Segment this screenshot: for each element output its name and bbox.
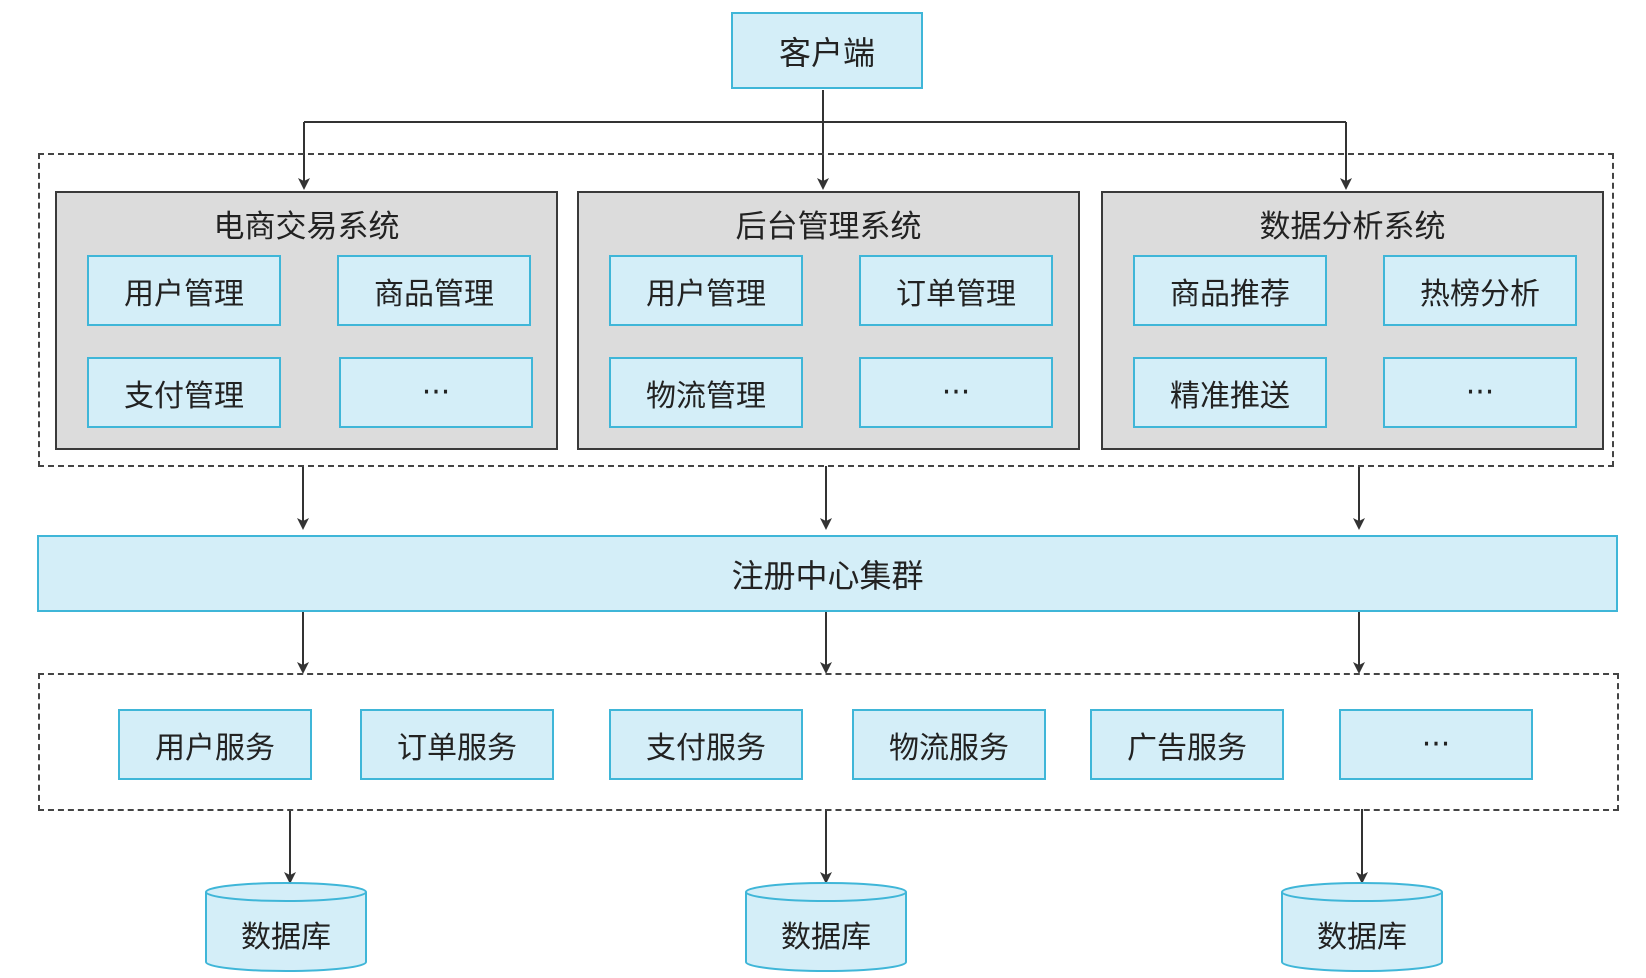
- module-label: 订单管理: [896, 276, 1016, 312]
- service-label: 订单服务: [397, 730, 517, 766]
- database-icon: [745, 882, 907, 972]
- client-label: 客户端: [778, 33, 875, 72]
- service-label: 物流服务: [889, 730, 1009, 766]
- module-box: 订单管理: [859, 255, 1053, 326]
- database-label: 数据库: [781, 920, 871, 955]
- module-label: ···: [941, 375, 971, 410]
- ecommerce-system: 电商交易系统 用户管理 商品管理 支付管理 ···: [55, 191, 558, 450]
- database-label: 数据库: [241, 920, 331, 955]
- system-title: 电商交易系统: [213, 209, 400, 245]
- database-icon: [1281, 882, 1443, 972]
- module-label: ···: [1465, 375, 1495, 410]
- module-label: ···: [421, 375, 451, 410]
- module-label: 支付管理: [124, 378, 244, 414]
- module-box: 支付管理: [87, 357, 281, 428]
- module-label: 用户管理: [124, 276, 244, 312]
- service-box: ···: [1339, 709, 1533, 780]
- service-label: ···: [1421, 727, 1451, 762]
- service-label: 用户服务: [155, 730, 275, 766]
- module-box: ···: [1383, 357, 1577, 428]
- module-box: 精准推送: [1133, 357, 1327, 428]
- system-title: 后台管理系统: [735, 209, 922, 245]
- client-node: 客户端: [731, 12, 923, 89]
- registry-label: 注册中心集群: [731, 556, 924, 595]
- analytics-system: 数据分析系统 商品推荐 热榜分析 精准推送 ···: [1101, 191, 1604, 450]
- database-label: 数据库: [1317, 920, 1407, 955]
- system-title: 数据分析系统: [1259, 209, 1446, 245]
- module-box: 物流管理: [609, 357, 803, 428]
- service-box: 用户服务: [118, 709, 312, 780]
- module-box: 用户管理: [609, 255, 803, 326]
- service-label: 广告服务: [1127, 730, 1247, 766]
- module-label: 商品推荐: [1170, 276, 1290, 312]
- database-cylinder: 数据库: [204, 882, 368, 972]
- module-box: 商品管理: [337, 255, 531, 326]
- registry-cluster: 注册中心集群: [37, 535, 1618, 612]
- module-label: 精准推送: [1170, 378, 1290, 414]
- module-box: ···: [339, 357, 533, 428]
- module-box: 商品推荐: [1133, 255, 1327, 326]
- database-icon: [205, 882, 367, 972]
- systems-container: [38, 153, 1614, 467]
- service-box: 支付服务: [609, 709, 803, 780]
- module-label: 用户管理: [646, 276, 766, 312]
- service-label: 支付服务: [646, 730, 766, 766]
- module-label: 物流管理: [646, 378, 766, 414]
- backoffice-system: 后台管理系统 用户管理 订单管理 物流管理 ···: [577, 191, 1080, 450]
- service-box: 物流服务: [852, 709, 1046, 780]
- module-box: 热榜分析: [1383, 255, 1577, 326]
- services-container: [38, 673, 1619, 811]
- service-box: 订单服务: [360, 709, 554, 780]
- service-box: 广告服务: [1090, 709, 1284, 780]
- database-cylinder: 数据库: [1280, 882, 1444, 972]
- module-label: 商品管理: [374, 276, 494, 312]
- module-label: 热榜分析: [1420, 276, 1540, 312]
- module-box: 用户管理: [87, 255, 281, 326]
- module-box: ···: [859, 357, 1053, 428]
- database-cylinder: 数据库: [744, 882, 908, 972]
